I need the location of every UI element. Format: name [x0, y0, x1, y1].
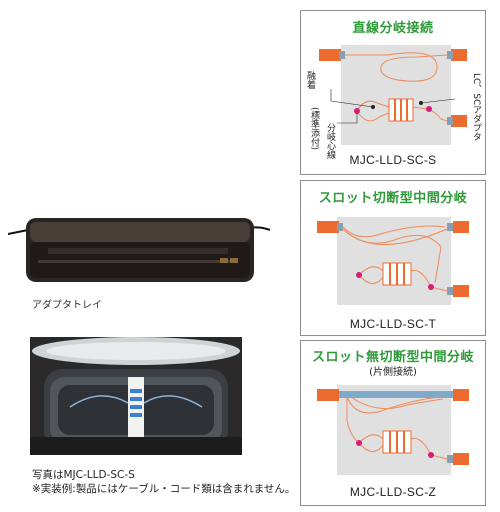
- label-standard: (標準添付): [309, 107, 319, 151]
- open-tray-note: ※実装例:製品にはケーブル・コード類は含まれません。: [32, 483, 296, 495]
- label-fusion: 融着: [305, 71, 315, 89]
- label-adapter: LC、SCアダプタ: [471, 73, 481, 142]
- panel-caption: MJC-LLD-SC-T: [349, 317, 437, 331]
- slot-cut-diagram: [317, 217, 469, 305]
- panel-title: 直線分岐接続: [352, 21, 434, 36]
- panel-caption: MJC-LLD-SC-Z: [349, 485, 437, 499]
- panel-title: スロット無切断型中間分岐: [311, 350, 474, 365]
- panel-straight-branch: 直線分岐接続 融着 (標準添付) 分岐心線 LC、SCアダプタ MJC-LLD-…: [300, 10, 486, 175]
- open-tray-photo: [30, 337, 242, 455]
- panel-caption: MJC-LLD-SC-S: [349, 153, 437, 167]
- panel-subtitle: (片側接続): [369, 367, 417, 378]
- panel-title: スロット切断型中間分岐: [318, 191, 468, 206]
- panel-slot-cut-branch: スロット切断型中間分岐 MJC-LLD-SC-T: [300, 180, 486, 336]
- straight-branch-diagram: [319, 45, 467, 145]
- label-branch: 分岐心線: [325, 123, 335, 159]
- panel-slot-uncut-branch: スロット無切断型中間分岐 (片側接続) MJC-LLD-SC-Z: [300, 340, 486, 506]
- adapter-tray-photo: [8, 218, 270, 282]
- slot-uncut-diagram: [317, 385, 469, 475]
- open-tray-caption: 写真はMJC-LLD-SC-S: [32, 469, 135, 481]
- adapter-tray-caption: アダプタトレイ: [32, 300, 102, 311]
